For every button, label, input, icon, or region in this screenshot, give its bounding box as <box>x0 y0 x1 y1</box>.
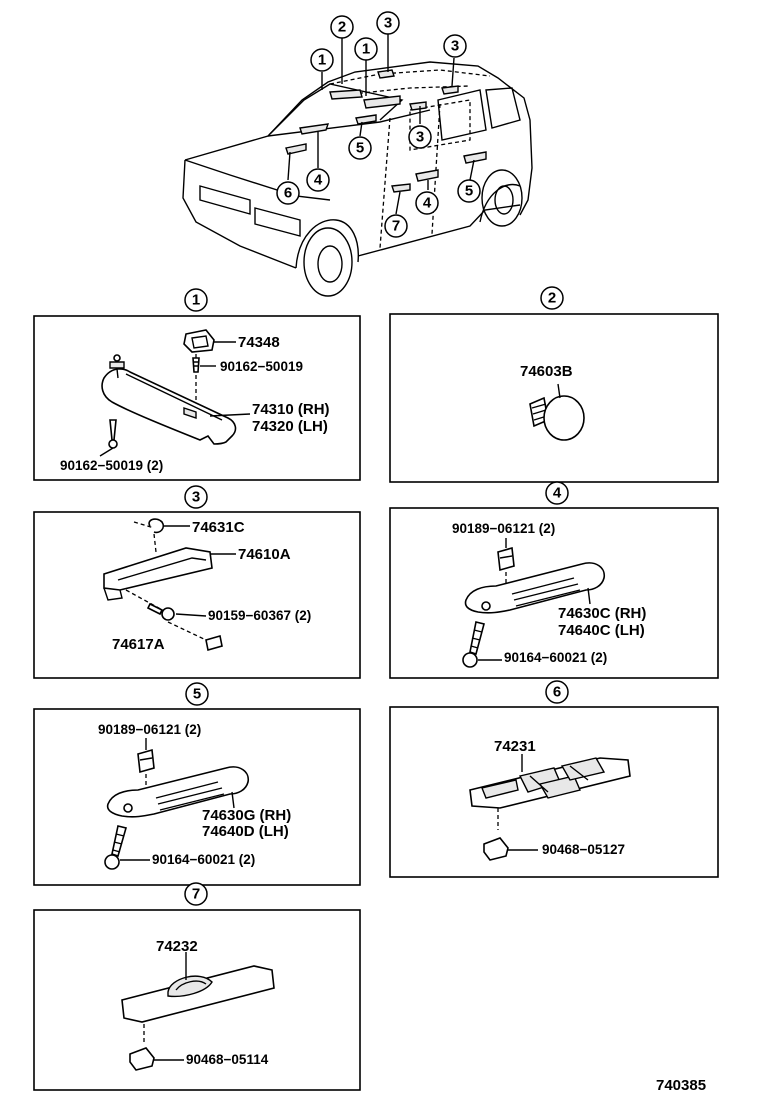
svg-text:3: 3 <box>384 15 392 32</box>
panel-6-number-text: 6 <box>553 684 561 701</box>
label-74630g-rh: 74630G (RH) <box>202 807 291 824</box>
label-90164-60021-2: 90164−60021 (2) <box>504 650 607 665</box>
callout-3: 3 <box>376 11 400 35</box>
sun-visor-shape <box>101 368 237 445</box>
panel-4-number-text: 4 <box>553 485 562 502</box>
label-90164-60021-2: 90164−60021 (2) <box>152 852 255 867</box>
callout-4: 4 <box>415 191 439 215</box>
panel-1-number <box>184 288 208 312</box>
callout-6: 6 <box>276 181 300 205</box>
label-74348: 74348 <box>238 334 280 351</box>
panel-7-frame <box>33 909 361 1091</box>
label-90162-50019-2: 90162−50019 (2) <box>60 458 163 473</box>
label-74630c-rh: 74630C (RH) <box>558 605 646 622</box>
svg-text:4: 4 <box>423 195 432 212</box>
panel-3: 3 74631C 74610A 90159−60367 (2) 74617A <box>33 485 361 679</box>
panel-7-number-text: 7 <box>192 886 200 903</box>
label-90159-60367-2: 90159−60367 (2) <box>208 608 311 623</box>
label-74231: 74231 <box>494 738 536 755</box>
clip-74348-shape <box>183 329 215 353</box>
panel-6-frame <box>389 706 719 878</box>
label-74640c-lh: 74640C (LH) <box>558 622 645 639</box>
callout-7: 7 <box>384 214 408 238</box>
svg-text:5: 5 <box>356 140 364 157</box>
label-74610a: 74610A <box>238 546 291 563</box>
panel-3-number-text: 3 <box>192 489 200 506</box>
label-74310-rh: 74310 (RH) <box>252 401 330 418</box>
svg-text:1: 1 <box>318 52 326 69</box>
svg-text:3: 3 <box>416 129 424 146</box>
panel-1: 1 74348 90162−50019 74310 (RH) 74320 (LH… <box>33 288 361 481</box>
svg-text:6: 6 <box>284 185 292 202</box>
panel-5-number-text: 5 <box>193 686 201 703</box>
callout-4: 4 <box>306 168 330 192</box>
svg-text:3: 3 <box>451 38 459 55</box>
car-illustration <box>182 34 533 297</box>
callout-3: 3 <box>443 34 467 58</box>
callout-5: 5 <box>457 179 481 203</box>
label-90468-05127: 90468−05127 <box>542 842 625 857</box>
label-74617a: 74617A <box>112 636 165 653</box>
label-74320-lh: 74320 (LH) <box>252 418 328 435</box>
panel-7: 7 74232 90468−05114 <box>33 882 361 1091</box>
panel-5: 5 90189−06121 (2) 74630G (RH) 74640D (LH… <box>33 682 361 886</box>
svg-text:4: 4 <box>314 172 323 189</box>
panel-1-frame <box>33 315 361 481</box>
panel-6: 6 74231 90468−05127 <box>389 680 719 878</box>
callout-5: 5 <box>348 136 372 160</box>
panel-3-frame <box>33 511 361 679</box>
label-74631c: 74631C <box>192 519 245 536</box>
label-74640d-lh: 74640D (LH) <box>202 823 289 840</box>
panel-1-number-text: 1 <box>192 292 200 309</box>
svg-text:1: 1 <box>362 41 370 58</box>
car-callouts: 2 3 1 1 3 3 5 4 6 5 4 7 <box>276 11 481 238</box>
panel-2-number-text: 2 <box>548 290 556 307</box>
label-74603b: 74603B <box>520 363 573 380</box>
panel-4: 4 90189−06121 (2) 74630C (RH) 74640C (LH… <box>389 481 719 679</box>
callout-1: 1 <box>310 48 334 72</box>
label-90189-06121-2: 90189−06121 (2) <box>452 521 555 536</box>
label-90468-05114: 90468−05114 <box>186 1052 269 1067</box>
diagram-code: 740385 <box>656 1077 706 1094</box>
label-90189-06121-2: 90189−06121 (2) <box>98 722 201 737</box>
panel-4-frame <box>389 507 719 679</box>
svg-text:7: 7 <box>392 218 400 235</box>
callout-1: 1 <box>354 37 378 61</box>
grip-74610a-shape <box>103 547 213 591</box>
lamp-74232-shape <box>121 965 275 1023</box>
svg-text:5: 5 <box>465 183 473 200</box>
label-90162-50019: 90162−50019 <box>220 359 303 374</box>
label-74232: 74232 <box>156 938 198 955</box>
callout-3: 3 <box>408 125 432 149</box>
callout-2: 2 <box>330 15 354 39</box>
svg-text:2: 2 <box>338 19 346 36</box>
panel-2: 2 74603B <box>389 286 719 483</box>
